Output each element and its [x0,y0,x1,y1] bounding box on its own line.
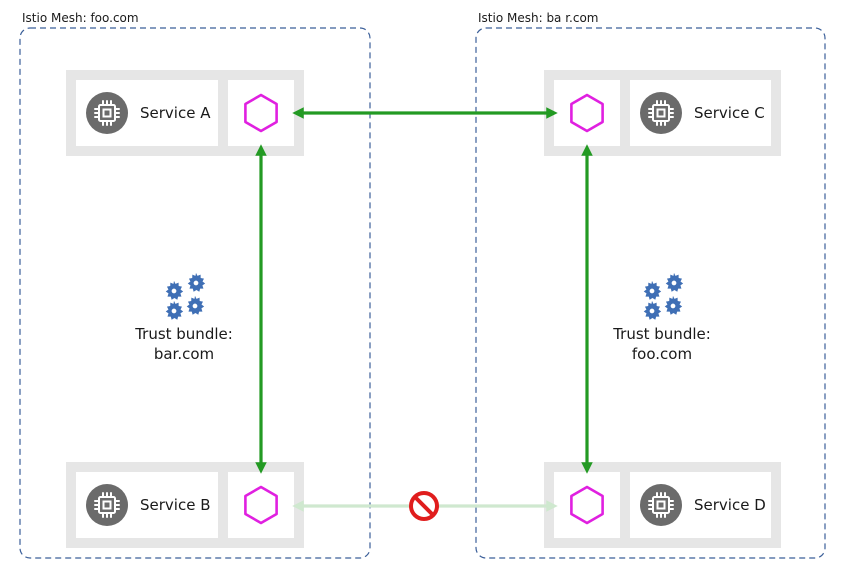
trust-bundle-right-domain: foo.com [632,345,692,363]
no-entry-icon [409,491,439,521]
service-b-label: Service B [140,496,211,514]
service-c-label: Service C [694,104,765,122]
chip-icon [640,484,682,526]
trust-bundle-left-title: Trust bundle: [134,325,233,343]
chip-icon [86,484,128,526]
trust-bundle-right-title: Trust bundle: [612,325,711,343]
chip-icon [86,92,128,134]
service-b-group: Service B [66,462,304,548]
gears-icon [165,272,206,320]
service-a-label: Service A [140,104,211,122]
mesh-boundary-bar [475,27,826,559]
gears-icon [643,272,684,320]
trust-bundle-left-domain: bar.com [154,345,214,363]
chip-icon [640,92,682,134]
mesh-label-bar: Istio Mesh: ba r.com [478,11,599,25]
service-a-group: Service A [66,70,304,156]
service-d-group: Service D [544,462,781,548]
mesh-label-foo: Istio Mesh: foo.com [22,11,139,25]
mesh-boundary-foo [19,27,371,559]
service-c-group: Service C [544,70,781,156]
service-d-label: Service D [694,496,766,514]
